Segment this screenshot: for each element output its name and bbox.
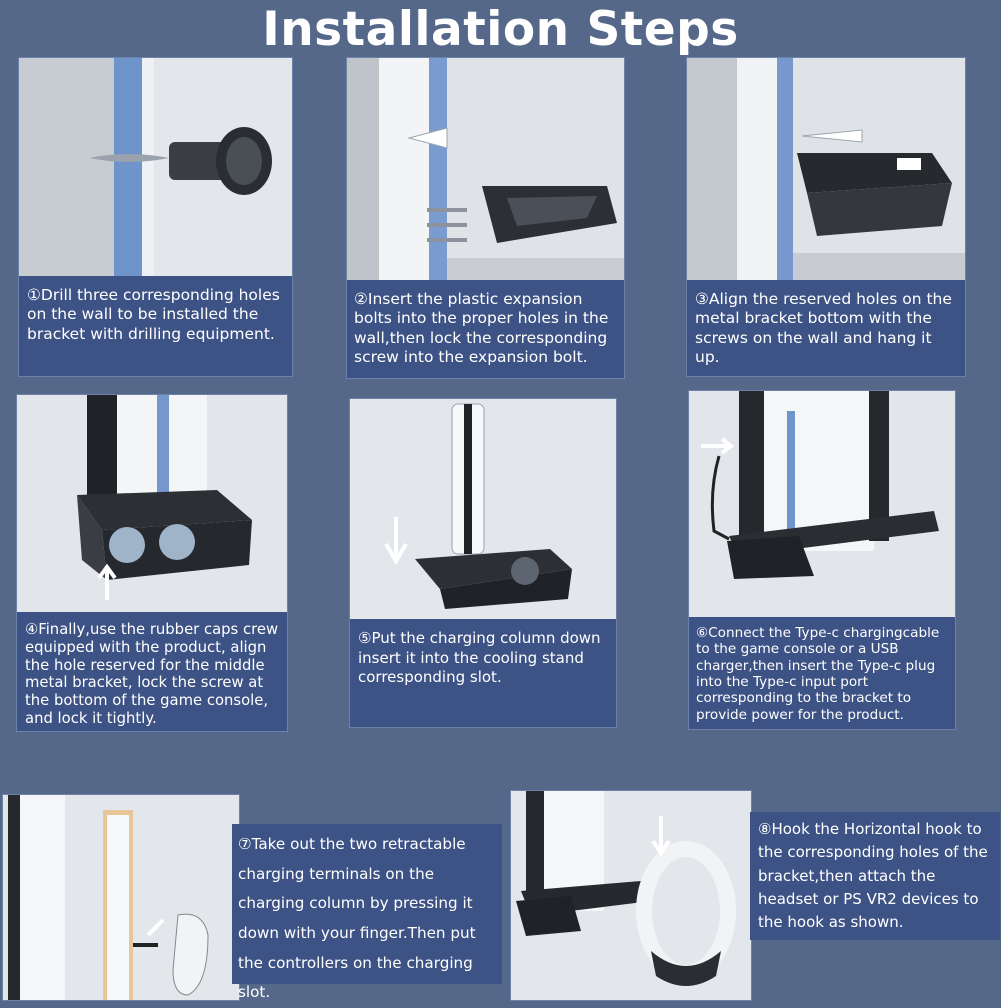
- step-2-panel: ②Insert the plastic expansion bolts into…: [346, 57, 625, 379]
- step-8-caption: ⑧Hook the Horizontal hook to the corresp…: [750, 812, 1000, 940]
- step-6-text: ⑥Connect the Type-c chargingcable to the…: [696, 625, 940, 723]
- step-1-text: ①Drill three corresponding holes on the …: [27, 286, 280, 343]
- step-4-text: ④Finally,use the rubber caps crew equipp…: [25, 621, 279, 727]
- step-4-panel: ④Finally,use the rubber caps crew equipp…: [16, 394, 288, 732]
- step-5-image: [350, 399, 616, 619]
- step-3-panel: ③Align the reserved holes on the metal b…: [686, 57, 966, 377]
- step-5-panel: ⑤Put the charging column down insert it …: [349, 398, 617, 728]
- step-6-image: [689, 391, 955, 617]
- step-8-text: ⑧Hook the Horizontal hook to the corresp…: [758, 820, 988, 931]
- step-7-image: [2, 794, 240, 1001]
- page-title: Installation Steps: [262, 2, 739, 57]
- step-5-text: ⑤Put the charging column down insert it …: [358, 629, 601, 686]
- step-1-image: [19, 58, 292, 276]
- step-4-image: [17, 395, 287, 612]
- step-7-text: ⑦Take out the two retractable charging t…: [238, 835, 476, 1002]
- step-3-image: [687, 58, 965, 280]
- step-2-image: [347, 58, 624, 280]
- step-2-caption: ②Insert the plastic expansion bolts into…: [347, 280, 624, 378]
- step-8-image: [510, 790, 752, 1001]
- step-6-caption: ⑥Connect the Type-c chargingcable to the…: [689, 617, 955, 729]
- step-4-caption: ④Finally,use the rubber caps crew equipp…: [17, 612, 287, 731]
- step-1-caption: ①Drill three corresponding holes on the …: [19, 276, 292, 376]
- step-5-caption: ⑤Put the charging column down insert it …: [350, 619, 616, 727]
- step-7-caption: ⑦Take out the two retractable charging t…: [232, 824, 502, 1001]
- step-6-panel: ⑥Connect the Type-c chargingcable to the…: [688, 390, 956, 730]
- step-2-text: ②Insert the plastic expansion bolts into…: [354, 290, 609, 367]
- step-1-panel: ①Drill three corresponding holes on the …: [18, 57, 293, 377]
- step-3-caption: ③Align the reserved holes on the metal b…: [687, 280, 965, 376]
- step-3-text: ③Align the reserved holes on the metal b…: [695, 290, 952, 367]
